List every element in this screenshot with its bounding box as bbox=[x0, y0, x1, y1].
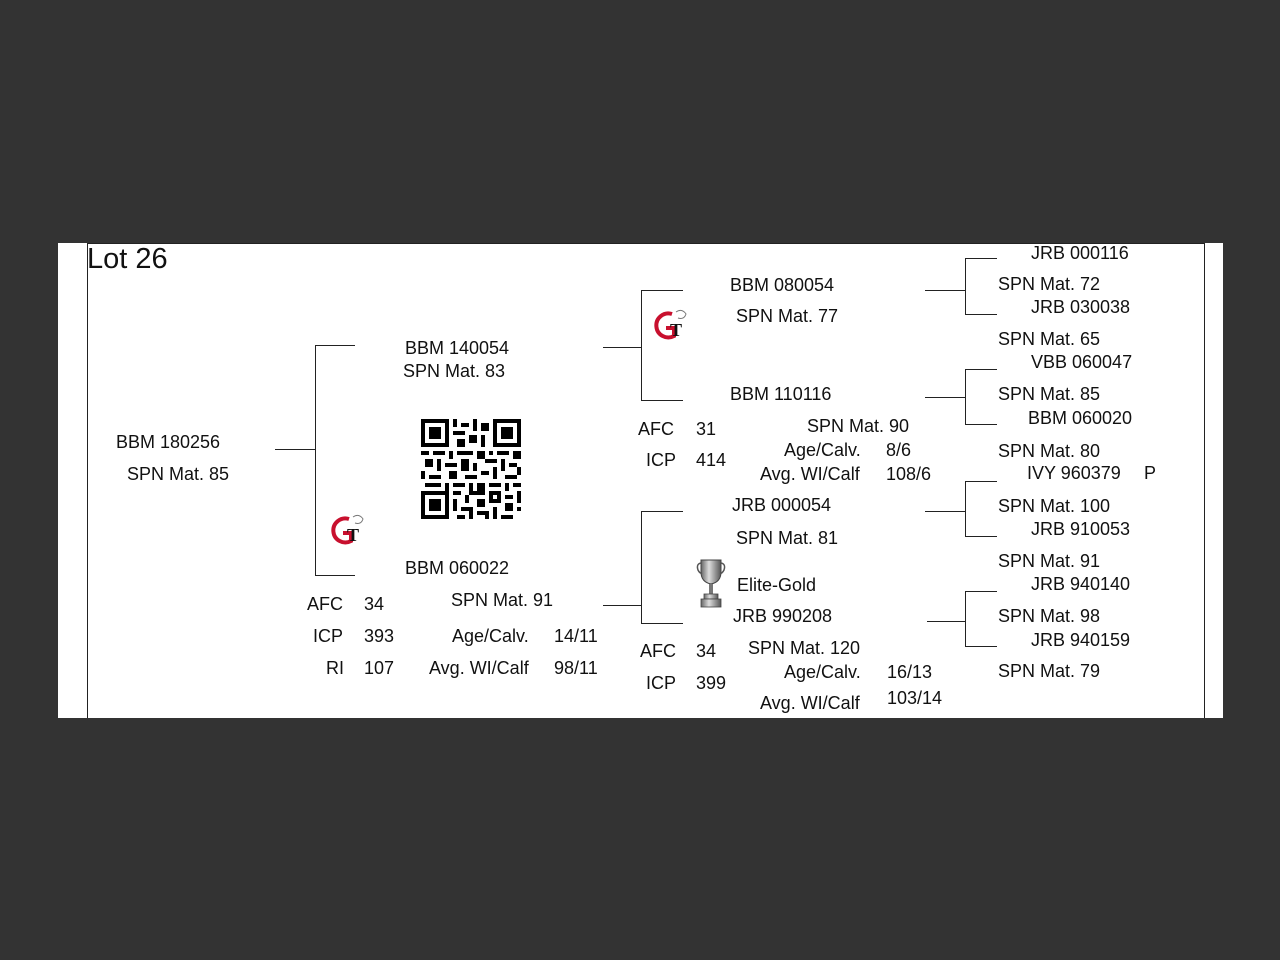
connector bbox=[641, 290, 642, 400]
connector bbox=[965, 314, 997, 315]
pedigree-sheet: Lot 26 BBM 180256 SPN Mat. 85 BBM 140054… bbox=[58, 243, 1223, 718]
connector bbox=[315, 345, 316, 575]
connector bbox=[641, 511, 642, 623]
gt-logo-icon: T bbox=[331, 514, 364, 545]
sire-afc-value: 31 bbox=[696, 419, 717, 439]
connector bbox=[315, 575, 355, 576]
connector bbox=[965, 646, 997, 647]
animal-id: BBM 180256 bbox=[116, 432, 221, 452]
trophy-icon bbox=[696, 559, 726, 608]
dd-spn: SPN Mat. 120 bbox=[748, 638, 861, 658]
dam2-afc-value: 34 bbox=[696, 641, 717, 661]
ss-spn: SPN Mat. 77 bbox=[736, 306, 839, 326]
connector bbox=[925, 511, 965, 512]
dam-spn: SPN Mat. 91 bbox=[451, 590, 554, 610]
connector bbox=[925, 397, 965, 398]
dss-spn: SPN Mat. 100 bbox=[998, 496, 1111, 516]
connector bbox=[603, 347, 641, 348]
dam2-afc-label: AFC bbox=[640, 641, 676, 661]
connector bbox=[603, 605, 641, 606]
dam-avg-value: 98/11 bbox=[554, 658, 598, 678]
dam-icp-value: 393 bbox=[364, 626, 395, 646]
sss-id: JRB 000116 bbox=[1031, 243, 1129, 263]
right-border bbox=[1204, 243, 1205, 718]
sire-age-value: 8/6 bbox=[886, 440, 912, 460]
award-label: Elite-Gold bbox=[737, 575, 817, 595]
top-border bbox=[87, 243, 1205, 244]
connector bbox=[965, 481, 966, 536]
sire-icp-label: ICP bbox=[646, 450, 677, 470]
ds-spn: SPN Mat. 81 bbox=[736, 528, 839, 548]
dss-id: IVY 960379 bbox=[1027, 463, 1121, 483]
dam-age-label: Age/Calv. bbox=[452, 626, 529, 646]
sdd-spn: SPN Mat. 80 bbox=[998, 441, 1101, 461]
dds-spn: SPN Mat. 98 bbox=[998, 606, 1101, 626]
connector bbox=[965, 258, 997, 259]
dam2-avg-label: Avg. WI/Calf bbox=[760, 693, 860, 713]
dam-afc-value: 34 bbox=[364, 594, 385, 614]
dam-ri-label: RI bbox=[326, 658, 344, 678]
ddd-spn: SPN Mat. 79 bbox=[998, 661, 1101, 681]
connector bbox=[965, 369, 966, 424]
dsd-spn: SPN Mat. 91 bbox=[998, 551, 1101, 571]
dam2-age-label: Age/Calv. bbox=[784, 662, 861, 682]
connector bbox=[927, 621, 965, 622]
sire-avg-value: 108/6 bbox=[886, 464, 932, 484]
dam-ri-value: 107 bbox=[364, 658, 395, 678]
ssd-id: JRB 030038 bbox=[1031, 297, 1131, 317]
dam2-icp-label: ICP bbox=[646, 673, 677, 693]
dam-avg-label: Avg. WI/Calf bbox=[429, 658, 529, 678]
dss-flag: P bbox=[1144, 463, 1157, 483]
sds-spn: SPN Mat. 85 bbox=[998, 384, 1101, 404]
ss-id: BBM 080054 bbox=[730, 275, 835, 295]
connector bbox=[965, 591, 966, 646]
connector bbox=[965, 591, 997, 592]
dam2-icp-value: 399 bbox=[696, 673, 727, 693]
sire-avg-label: Avg. WI/Calf bbox=[760, 464, 860, 484]
sd-spn: SPN Mat. 90 bbox=[807, 416, 910, 436]
dam-id: BBM 060022 bbox=[405, 558, 510, 578]
dam-age-value: 14/11 bbox=[554, 626, 598, 646]
dam2-age-value: 16/13 bbox=[887, 662, 933, 682]
sire-afc-label: AFC bbox=[638, 419, 674, 439]
sds-id: VBB 060047 bbox=[1031, 352, 1133, 372]
sdd-id: BBM 060020 bbox=[1028, 408, 1133, 428]
sire-icp-value: 414 bbox=[696, 450, 727, 470]
dam-icp-label: ICP bbox=[313, 626, 344, 646]
animal-spn: SPN Mat. 85 bbox=[127, 464, 230, 484]
connector bbox=[965, 258, 966, 314]
dds-id: JRB 940140 bbox=[1031, 574, 1131, 594]
qr-code-icon bbox=[421, 419, 521, 519]
connector bbox=[641, 290, 683, 291]
connector bbox=[641, 623, 683, 624]
connector bbox=[965, 481, 997, 482]
connector bbox=[965, 369, 997, 370]
connector bbox=[315, 345, 355, 346]
connector bbox=[965, 536, 997, 537]
sire-spn: SPN Mat. 83 bbox=[403, 361, 506, 381]
connector bbox=[275, 449, 315, 450]
left-border bbox=[87, 243, 88, 718]
connector bbox=[965, 424, 997, 425]
ddd-id: JRB 940159 bbox=[1031, 630, 1131, 650]
dsd-id: JRB 910053 bbox=[1031, 519, 1131, 539]
sss-spn: SPN Mat. 72 bbox=[998, 274, 1101, 294]
svg-text:T: T bbox=[670, 320, 682, 340]
connector bbox=[925, 290, 965, 291]
dam2-avg-value: 103/14 bbox=[887, 688, 943, 708]
ssd-spn: SPN Mat. 65 bbox=[998, 329, 1101, 349]
connector bbox=[641, 511, 683, 512]
dam-afc-label: AFC bbox=[307, 594, 343, 614]
svg-text:T: T bbox=[347, 525, 359, 545]
sire-id: BBM 140054 bbox=[405, 338, 510, 358]
dd-id: JRB 990208 bbox=[733, 606, 833, 626]
sd-id: BBM 110116 bbox=[730, 384, 832, 404]
connector bbox=[641, 400, 683, 401]
lot-title: Lot 26 bbox=[87, 243, 168, 275]
ds-id: JRB 000054 bbox=[732, 495, 832, 515]
sire-age-label: Age/Calv. bbox=[784, 440, 861, 460]
gt-logo-icon: T bbox=[654, 309, 687, 340]
